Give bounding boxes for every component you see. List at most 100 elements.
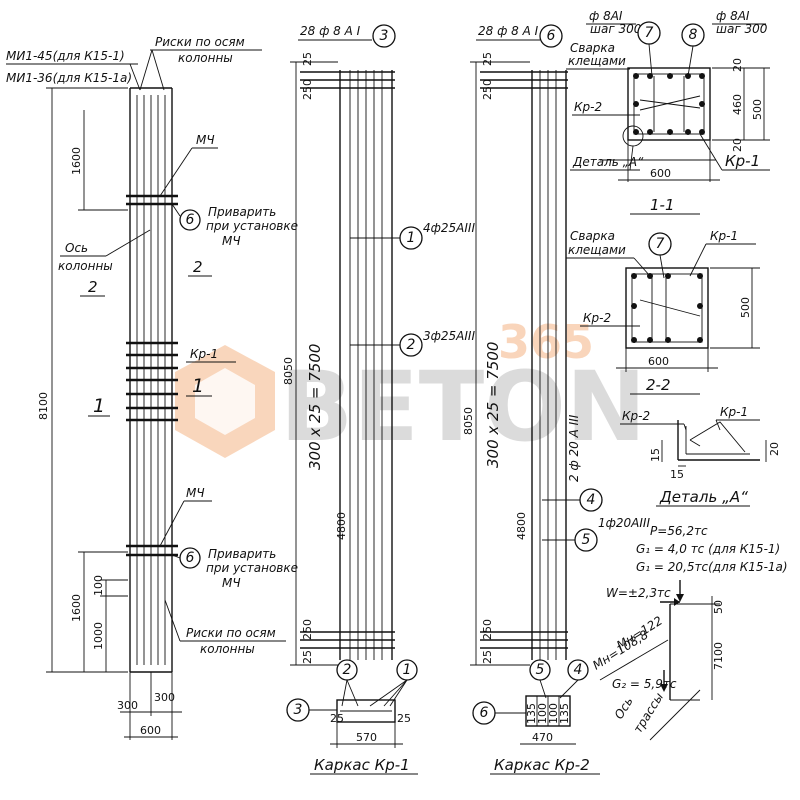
s2-svarka-2: клещами xyxy=(568,243,626,257)
s1-detal-ref: Деталь „А“ xyxy=(572,155,644,169)
kr2-b-dim-135b: 135 xyxy=(558,703,571,724)
kr2-dim-250b: 250 xyxy=(481,619,494,640)
label-privarit-top-1: Приварить xyxy=(208,205,276,219)
s1-dim-460: 460 xyxy=(731,94,744,115)
kr1-top-label: 28 ф 8 А I xyxy=(300,24,361,38)
dim-600: 600 xyxy=(140,724,161,737)
watermark-brand: BETON xyxy=(280,351,646,463)
label-os-2: колонны xyxy=(58,259,113,273)
kr2-bar4-label: 2 ф 20 А III xyxy=(567,414,581,482)
kr2-dim-250a: 250 xyxy=(481,79,494,100)
det-dim-20: 20 xyxy=(768,442,781,456)
marker-1-kr1 xyxy=(399,226,423,250)
label-mi1-36: МИ1-36(для К15-1а) xyxy=(6,71,132,85)
kr1-dim-8050: 8050 xyxy=(282,357,295,385)
s1-top-l2: шаг 300 xyxy=(590,22,642,36)
kr1-dim-250a: 250 xyxy=(301,79,314,100)
dim-100: 100 xyxy=(92,575,105,596)
marker-6-b-text: 6 xyxy=(480,705,489,721)
marker-3-b-text: 3 xyxy=(294,702,303,718)
watermark: 365 BETON xyxy=(175,315,646,463)
label-riski-bot-1: Риски по осям xyxy=(186,626,276,640)
kr2-b-dim-100b: 100 xyxy=(547,703,560,724)
s2-kr1: Кр-1 xyxy=(710,229,738,243)
s1-dim-500: 500 xyxy=(751,99,764,120)
dim-1600-bot: 1600 xyxy=(70,594,83,622)
section-2-2-title: 2-2 xyxy=(646,376,671,394)
s1-dim-20b: 20 xyxy=(731,138,744,152)
label-riski-top-2: колонны xyxy=(178,51,233,65)
kr2-b-dim-100a: 100 xyxy=(536,703,549,724)
marker-2-kr1-text: 2 xyxy=(407,337,416,353)
label-privarit-top-2: при установке xyxy=(206,219,298,233)
label-os-1: Ось xyxy=(65,241,88,255)
kr1-b-dim-25a: 25 xyxy=(330,712,344,725)
label-riski-top-1: Риски по осям xyxy=(155,35,245,49)
kr1-title: Каркас Кр-1 xyxy=(314,756,410,774)
s1-dim-20a: 20 xyxy=(731,58,744,72)
label-kr1-col: Кр-1 xyxy=(190,347,218,361)
s1-kr2: Кр-2 xyxy=(574,100,602,114)
marker-7-s2-text: 7 xyxy=(656,236,665,252)
load-g1b: G₁ = 20,5тс(для К15-1а) xyxy=(636,560,788,574)
marker-2-kr1 xyxy=(399,333,423,357)
kr1-dim-4800: 4800 xyxy=(335,512,348,540)
load-w: W=±2,3тс xyxy=(606,586,671,600)
kr1-dim-25a: 25 xyxy=(301,52,314,66)
section-2-2: 500 600 Сварка клещами 7 Кр-1 Кр-2 2-2 xyxy=(566,229,760,395)
s2-svarka-1: Сварка xyxy=(570,229,615,243)
dim-8100: 8100 xyxy=(37,392,50,420)
kr2-dim-25a: 25 xyxy=(481,52,494,66)
dim-1600-top: 1600 xyxy=(70,147,83,175)
marker-3-top xyxy=(372,24,396,48)
label-riski-bot-2: колонны xyxy=(200,642,255,656)
os-trassy-1: Ось xyxy=(612,695,636,722)
load-g2: G₂ = 5,9тс xyxy=(612,677,677,691)
label-mi1-45: МИ1-45(для К15-1) xyxy=(6,49,125,63)
marker-6-bot-text: 6 xyxy=(186,550,195,566)
s1-top-r2: шаг 300 xyxy=(716,22,768,36)
marker-6-bot xyxy=(179,547,201,569)
label-zone-1a: 1 xyxy=(93,395,105,417)
label-mch-bot: МЧ xyxy=(186,486,205,500)
kr1-dim-250b: 250 xyxy=(301,619,314,640)
kr2-dim-7500: 300 x 25 = 7500 xyxy=(484,342,502,468)
s1-kr1: Кр-1 xyxy=(725,152,760,170)
load-g1a: G₁ = 4,0 тс (для К15-1) xyxy=(636,542,780,556)
kr2-title: Каркас Кр-2 xyxy=(494,756,590,774)
kr2-dim-8050: 8050 xyxy=(462,407,475,435)
marker-5-b-text: 5 xyxy=(536,662,545,678)
dim-300-right: 300 xyxy=(154,691,175,704)
det-kr2: Кр-2 xyxy=(622,409,650,423)
label-os-3: 2 xyxy=(88,278,98,296)
marker-5-kr2 xyxy=(574,528,598,552)
label-zone-2: 2 xyxy=(193,258,203,276)
s1-top-l1: ф 8АI xyxy=(589,9,623,23)
kr2-bar5-label: 1ф20АIII xyxy=(598,516,650,530)
kr2-dim-25b: 25 xyxy=(481,650,494,664)
marker-6-kr2-text: 6 xyxy=(547,28,556,44)
detail-a-title: Деталь „А“ xyxy=(659,488,748,506)
kr1-bar1-label: 4ф25АIII xyxy=(423,221,475,235)
label-mch-top: МЧ xyxy=(196,133,215,147)
s1-dim-600: 600 xyxy=(650,167,671,180)
ld-dim-50: 50 xyxy=(712,600,725,614)
s2-kr2: Кр-2 xyxy=(583,311,611,325)
ld-dim-7100: 7100 xyxy=(712,642,725,670)
marker-4-kr2-text: 4 xyxy=(587,492,596,508)
s2-dim-600: 600 xyxy=(648,355,669,368)
det-dim-15a: 15 xyxy=(649,448,662,462)
marker-2-b-text: 2 xyxy=(343,662,352,678)
kr2-b-dim-470: 470 xyxy=(532,731,553,744)
section-1-1-title: 1-1 xyxy=(650,196,675,214)
marker-1-b-text: 1 xyxy=(403,662,412,678)
dim-300-left: 300 xyxy=(117,699,138,712)
marker-4-b-text: 4 xyxy=(574,662,583,678)
det-dim-15b: 15 xyxy=(670,468,684,481)
s1-svarka-2: клещами xyxy=(568,54,626,68)
load-p: P=56,2тс xyxy=(650,524,708,538)
section-1-1: 600 20 460 500 20 ф 8АI шаг 300 ф 8АI ша… xyxy=(566,9,770,215)
kr1-dim-25b: 25 xyxy=(301,650,314,664)
s1-svarka-1: Сварка xyxy=(570,41,615,55)
